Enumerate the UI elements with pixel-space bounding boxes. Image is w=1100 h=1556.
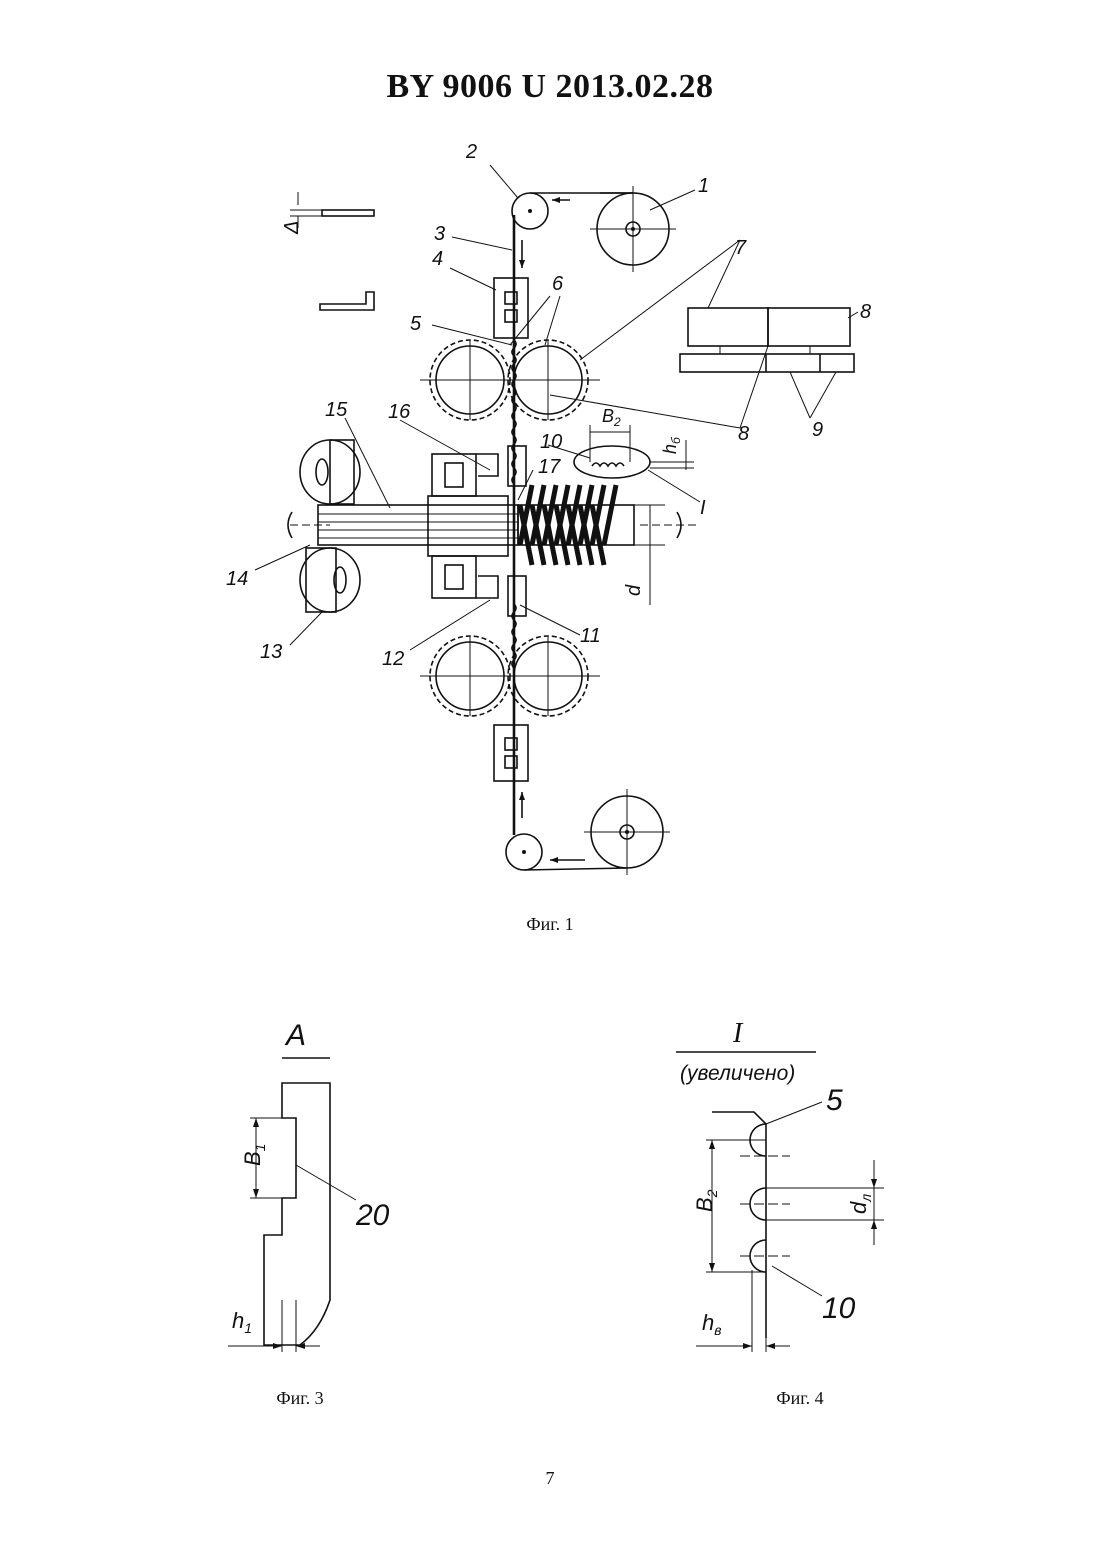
figure-1-caption: Фиг. 1 <box>450 914 650 935</box>
fig4-label-dl: dл <box>846 1194 874 1214</box>
fig3-label-20: 20 <box>355 1199 390 1232</box>
fig4-title: I <box>732 1018 744 1049</box>
fig4-label-10: 10 <box>822 1292 856 1325</box>
fig4-label-5: 5 <box>826 1084 843 1117</box>
label-13: 13 <box>260 641 282 663</box>
label-1: 1 <box>698 175 709 197</box>
fig4-label-b2: B2 <box>692 1189 720 1212</box>
label-9: 9 <box>812 419 823 441</box>
helical-screw <box>518 485 634 565</box>
label-10: 10 <box>540 431 562 453</box>
label-12: 12 <box>382 648 404 670</box>
fig4-subtitle: (увеличено) <box>680 1062 795 1085</box>
drive-rollers <box>288 440 360 612</box>
label-2: 2 <box>465 141 477 163</box>
figure-4-caption: Фиг. 4 <box>700 1388 900 1409</box>
page-number: 7 <box>0 1468 1100 1489</box>
label-delta: Δ <box>281 221 303 235</box>
label-3: 3 <box>434 223 445 245</box>
supply-roll-bottom <box>506 789 670 875</box>
label-5: 5 <box>410 313 422 335</box>
fig3-label-b1: B1 <box>240 1144 268 1166</box>
label-4: 4 <box>432 248 443 270</box>
label-b2: B2 <box>602 406 621 429</box>
label-8b: 8 <box>738 423 749 445</box>
fig3-title: A <box>284 1019 306 1052</box>
figure-3-caption: Фиг. 3 <box>200 1388 400 1409</box>
label-17: 17 <box>538 456 561 478</box>
label-14: 14 <box>226 568 248 590</box>
guide-roller-top <box>512 193 548 229</box>
label-6: 6 <box>552 273 564 295</box>
label-16: 16 <box>388 401 411 423</box>
forming-rollers-top <box>420 340 600 420</box>
label-7: 7 <box>735 237 747 259</box>
figure-1-machine: 2 1 3 4 5 6 7 8 8 9 10 11 12 13 14 15 16… <box>226 141 871 875</box>
label-hb: hб <box>660 436 683 454</box>
label-detail-i: I <box>700 497 706 519</box>
label-d: d <box>623 584 645 596</box>
figure-4-detail: I (увеличено) 5 10 B2 dл hв <box>676 1018 884 1352</box>
supply-roll-top <box>590 186 676 272</box>
figure-3-section: A B1 20 h1 <box>228 1019 390 1352</box>
fig3-label-h1: h1 <box>232 1308 252 1336</box>
fig4-label-hv: hв <box>702 1310 722 1338</box>
guide-block-bottom <box>494 725 528 781</box>
label-8a: 8 <box>860 301 871 323</box>
label-11: 11 <box>580 625 601 647</box>
brush-blocks <box>680 308 854 372</box>
label-15: 15 <box>325 399 348 421</box>
forming-rollers-bottom <box>420 636 600 716</box>
